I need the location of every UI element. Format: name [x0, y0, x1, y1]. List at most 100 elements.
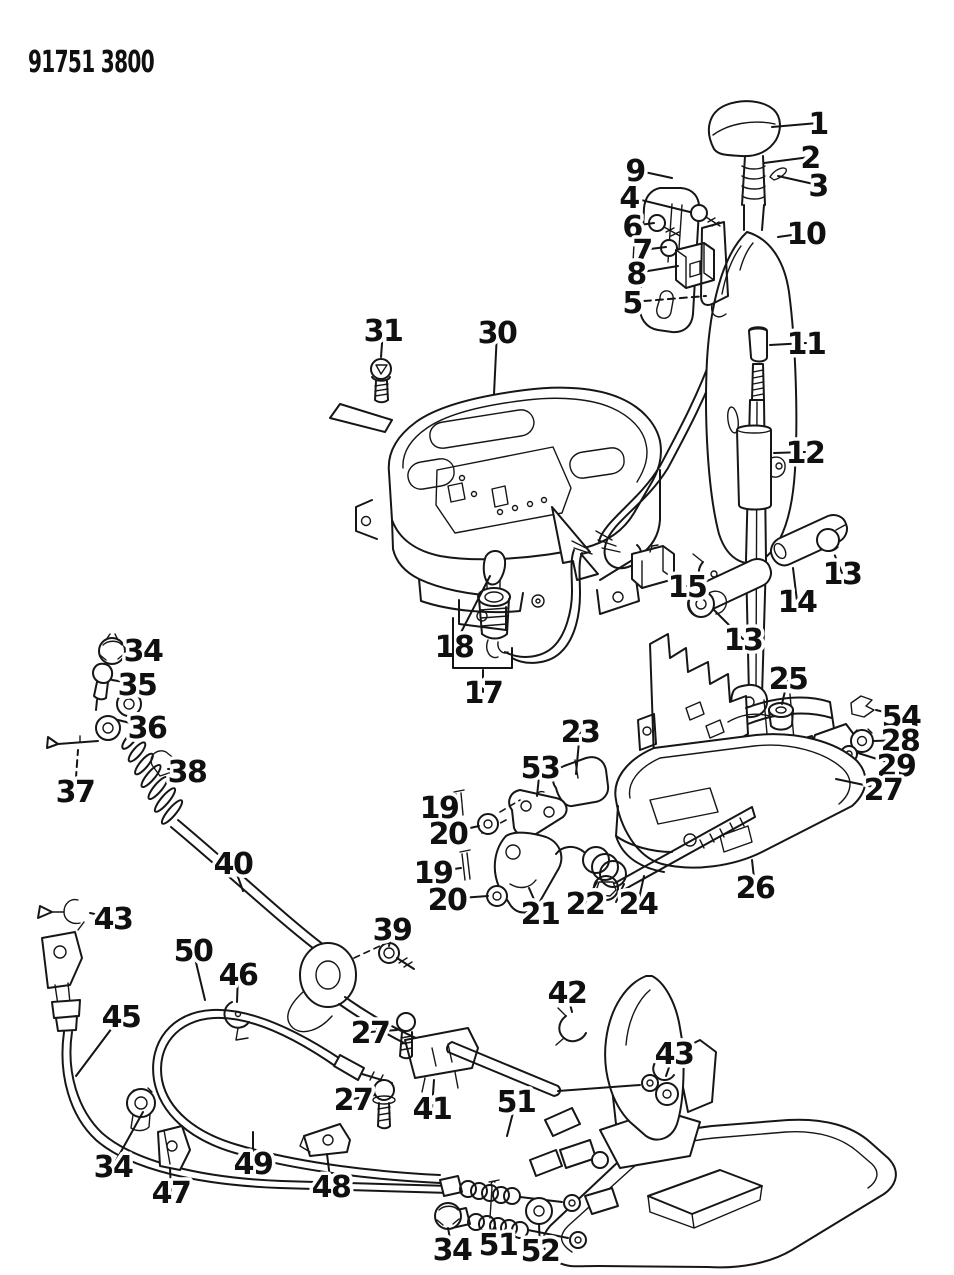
svg-text:19: 19 — [420, 791, 459, 826]
svg-text:47: 47 — [152, 1176, 191, 1211]
ball-stud-35 — [92, 662, 114, 711]
svg-text:29: 29 — [877, 749, 916, 784]
svg-text:23: 23 — [561, 715, 600, 750]
svg-text:26: 26 — [736, 871, 775, 906]
callout-52: 52 — [517, 1223, 564, 1272]
spring-22 — [555, 846, 627, 903]
indicator-housing-30 — [329, 386, 662, 631]
callout-27: 27 — [330, 1079, 377, 1121]
callout-41: 41 — [409, 1079, 456, 1130]
svg-text:21: 21 — [521, 897, 560, 932]
plug-13-right — [816, 524, 846, 552]
screw-4 — [690, 204, 721, 227]
part-number: 91751 3800 — [28, 45, 154, 80]
shift-indicator-bulb-18 — [482, 550, 507, 591]
svg-text:40: 40 — [214, 847, 253, 882]
shift-cable-40 — [170, 819, 329, 956]
callout-20: 20 — [424, 879, 489, 921]
callout-42: 42 — [544, 972, 591, 1014]
svg-text:10: 10 — [787, 217, 826, 252]
callout-48: 48 — [308, 1153, 356, 1208]
callout-51: 51 — [493, 1081, 540, 1137]
callout-15: 15 — [664, 566, 711, 608]
callout-26: 26 — [732, 859, 780, 909]
harness-connector — [631, 544, 675, 589]
svg-text:43: 43 — [655, 1037, 694, 1072]
callout-54: 54 — [875, 696, 926, 738]
knob-stem-2 — [741, 155, 766, 231]
callout-43: 43 — [651, 1033, 698, 1077]
svg-text:17: 17 — [464, 676, 503, 711]
svg-text:20: 20 — [429, 817, 468, 852]
callout-27: 27 — [835, 769, 907, 811]
svg-text:51: 51 — [479, 1228, 518, 1263]
svg-text:49: 49 — [234, 1147, 273, 1182]
callout-47: 47 — [148, 1167, 195, 1214]
pawl-23 — [535, 756, 610, 808]
cable-sleeve-42 — [446, 1041, 659, 1097]
callout-20: 20 — [425, 813, 480, 855]
grommet-52 — [525, 1197, 553, 1225]
svg-text:35: 35 — [118, 668, 157, 703]
bulb-socket-17 — [477, 549, 583, 664]
callout-36: 36 — [117, 707, 172, 749]
callout-27: 27 — [347, 1012, 398, 1054]
svg-text:27: 27 — [334, 1083, 373, 1118]
washers-36 — [95, 691, 142, 741]
callout-28: 28 — [873, 720, 925, 762]
callout-46: 46 — [215, 954, 263, 1003]
cable-grommet-plate — [287, 942, 381, 1033]
rod-37 — [46, 735, 99, 749]
svg-text:50: 50 — [174, 934, 213, 969]
svg-text:34: 34 — [433, 1233, 472, 1268]
clip-43-right — [652, 1057, 679, 1106]
svg-text:52: 52 — [521, 1234, 560, 1269]
svg-text:27: 27 — [864, 773, 903, 808]
svg-text:54: 54 — [882, 700, 921, 735]
washer-20-upper — [477, 813, 499, 835]
plate-53 — [481, 789, 568, 838]
svg-text:34: 34 — [94, 1150, 133, 1185]
svg-text:38: 38 — [168, 755, 207, 790]
callout-34: 34 — [120, 630, 168, 672]
svg-text:46: 46 — [219, 958, 258, 993]
callout-13: 13 — [819, 550, 866, 595]
callout-10: 10 — [777, 213, 831, 255]
pin-51 — [488, 1179, 500, 1219]
svg-text:36: 36 — [128, 711, 167, 746]
washer-20-lower — [486, 885, 508, 907]
baseplate-26 — [614, 733, 867, 873]
cable-end-spring-upper — [439, 1175, 581, 1212]
lever-21 — [493, 831, 563, 914]
callout-12: 12 — [773, 432, 829, 474]
bushing-13-lower — [687, 590, 728, 618]
callout-11: 11 — [769, 323, 830, 365]
clip-42 — [555, 1007, 587, 1046]
callout-43: 43 — [89, 898, 137, 940]
svg-text:24: 24 — [619, 887, 658, 922]
switch-block-8 — [675, 242, 715, 289]
clevis-end-45 — [41, 921, 451, 1194]
svg-text:18: 18 — [435, 630, 474, 665]
callout-18: 18 — [431, 575, 491, 668]
callout-23: 23 — [557, 711, 604, 775]
callout-19: 19 — [410, 852, 462, 894]
svg-text:48: 48 — [312, 1170, 351, 1205]
callout-31: 31 — [360, 310, 407, 358]
lever-cap-11 — [748, 326, 768, 401]
bolt-39 — [378, 942, 415, 970]
callout-51: 51 — [475, 1219, 522, 1266]
callout-37: 37 — [52, 749, 99, 813]
callout-19: 19 — [416, 787, 463, 829]
callout-50: 50 — [170, 930, 218, 1001]
callout-29: 29 — [857, 745, 920, 787]
svg-text:15: 15 — [668, 570, 707, 605]
bolt-24 — [593, 806, 756, 901]
wiring-harness — [571, 349, 723, 589]
bushing-25 — [768, 702, 794, 731]
callout-30: 30 — [474, 312, 522, 395]
clip-38 — [150, 750, 177, 777]
